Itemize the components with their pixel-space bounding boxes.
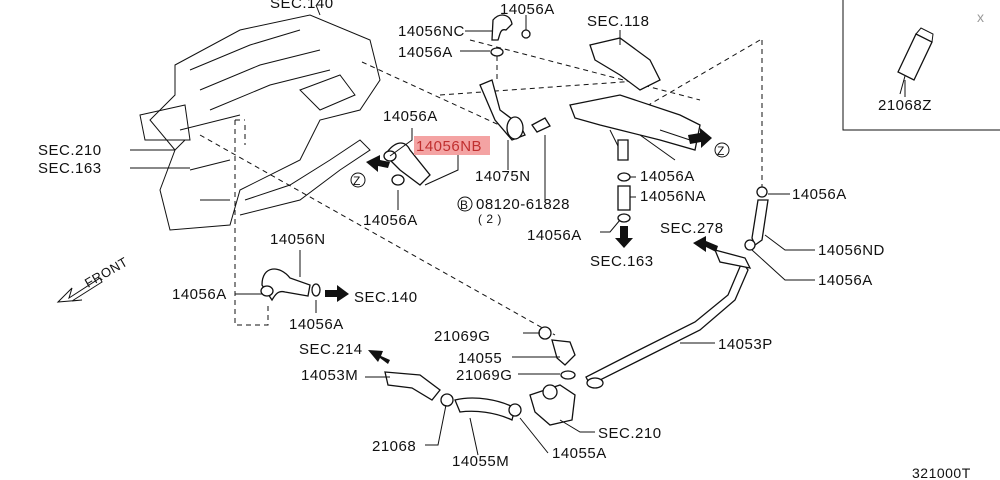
close-icon[interactable]: x	[977, 9, 985, 25]
hose-14056nd	[744, 186, 769, 251]
label-bolt-qty: ( 2 )	[478, 212, 502, 226]
arrow-icon	[325, 285, 349, 302]
hose-14055	[538, 326, 576, 380]
arrow-icon	[368, 350, 390, 364]
label-14056a[interactable]: 14056A	[818, 272, 873, 289]
z-label: Z	[717, 144, 725, 158]
label-14056na[interactable]: 14056NA	[640, 188, 706, 205]
label-14055[interactable]: 14055	[458, 350, 502, 367]
label-14056a[interactable]: 14056A	[792, 186, 847, 203]
label-sec163[interactable]: SEC.163	[590, 253, 654, 270]
label-sec210[interactable]: SEC.210	[38, 142, 102, 159]
bolt-b-marker	[457, 196, 473, 212]
part-labels: SEC.140 14056NC 14056A SEC.118 14056A SE…	[38, 0, 971, 480]
label-21069g[interactable]: 21069G	[434, 328, 490, 345]
inset-box	[842, 0, 1000, 131]
label-21068[interactable]: 21068	[372, 438, 416, 455]
label-sec163[interactable]: SEC.163	[38, 160, 102, 177]
z-marker-left	[350, 172, 366, 188]
arrow-icon	[688, 128, 712, 148]
label-14056a[interactable]: 14056A	[398, 44, 453, 61]
label-14075n[interactable]: 14075N	[475, 168, 531, 185]
pipe-14053p	[585, 249, 752, 389]
label-14056a[interactable]: 14056A	[383, 108, 438, 125]
label-14056a[interactable]: 14056A	[640, 168, 695, 185]
front-arrow-icon	[56, 277, 103, 303]
z-label: Z	[353, 174, 361, 188]
engine-block	[139, 14, 381, 231]
label-14056a[interactable]: 14056A	[289, 316, 344, 333]
label-14056nd[interactable]: 14056ND	[818, 242, 885, 259]
label-14056a[interactable]: 14056A	[172, 286, 227, 303]
label-14055a[interactable]: 14055A	[552, 445, 607, 462]
water-outlet-14075n	[479, 79, 551, 141]
highlight-14056nb	[414, 136, 490, 155]
label-bolt-08120-61828[interactable]: 08120-61828	[476, 196, 570, 213]
label-sec140[interactable]: SEC.140	[270, 0, 334, 12]
label-sec214[interactable]: SEC.214	[299, 341, 363, 358]
arrow-icon	[615, 226, 633, 248]
label-14053m[interactable]: 14053M	[301, 367, 358, 384]
label-14056a[interactable]: 14056A	[363, 212, 418, 229]
label-14056n[interactable]: 14056N	[270, 231, 326, 248]
water-pipe-sec118	[569, 37, 701, 161]
label-14056nb-highlighted[interactable]: 14056NB	[416, 138, 482, 155]
hose-14055m	[440, 393, 522, 421]
hose-14053m	[384, 371, 441, 401]
label-sec210[interactable]: SEC.210	[598, 425, 662, 442]
hose-14056nc	[490, 14, 531, 80]
arrow-icon	[366, 155, 390, 172]
z-marker-right	[714, 142, 730, 158]
label-sec140[interactable]: SEC.140	[354, 289, 418, 306]
label-21068z[interactable]: 21068Z	[878, 97, 932, 114]
label-21069g[interactable]: 21069G	[456, 367, 512, 384]
label-14053p[interactable]: 14053P	[718, 336, 773, 353]
drawing-code: 321000T	[912, 465, 971, 480]
water-pump-sec210	[529, 384, 576, 426]
label-front: FRONT	[82, 254, 130, 291]
label-14056a[interactable]: 14056A	[500, 1, 555, 18]
label-14056nc[interactable]: 14056NC	[398, 23, 465, 40]
label-sec278[interactable]: SEC.278	[660, 220, 724, 237]
bolt-prefix-label: B	[460, 198, 469, 212]
label-14055m[interactable]: 14055M	[452, 453, 509, 470]
label-sec118[interactable]: SEC.118	[587, 13, 649, 30]
label-14056a[interactable]: 14056A	[527, 227, 582, 244]
hose-14056na	[617, 172, 631, 223]
tube-21068z-icon	[897, 27, 934, 95]
arrow-icon	[693, 236, 718, 252]
hose-14056n	[260, 268, 321, 302]
